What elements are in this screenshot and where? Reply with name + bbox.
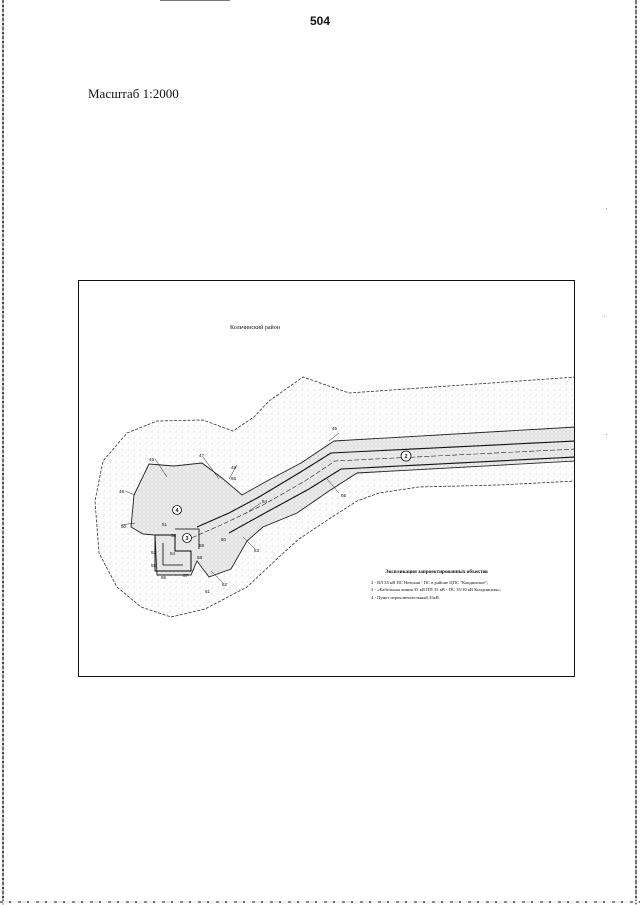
point-label: 52 xyxy=(151,550,157,555)
legend: Экспликация запроектированных объектов 2… xyxy=(371,569,571,601)
scan-speck xyxy=(606,208,607,209)
point-label: 51 xyxy=(162,522,168,527)
point-label: 65 xyxy=(341,493,347,498)
point-label: 47 xyxy=(199,453,205,458)
page-edge-right xyxy=(635,0,637,905)
object-marker-label: 4 xyxy=(175,508,179,514)
district-label: Кольчинский район xyxy=(230,325,280,331)
point-label: 55 xyxy=(151,563,157,568)
point-label: 62 xyxy=(222,582,228,587)
point-label: 48 xyxy=(231,465,237,470)
site-plan-drawing: 2 3 4 45 46 47 48 49 50 51 52 53 54 55 5… xyxy=(94,376,574,618)
top-scan-line xyxy=(160,0,230,1)
map-frame: 2 3 4 45 46 47 48 49 50 51 52 53 54 55 5… xyxy=(78,280,575,677)
point-label: 49 xyxy=(119,489,125,494)
object-marker-label: 2 xyxy=(404,454,407,460)
point-label: 63 xyxy=(254,548,260,553)
point-label: 66 xyxy=(231,476,237,481)
page-edge-left xyxy=(2,0,4,905)
point-label: 57 xyxy=(183,573,189,578)
point-label: 64 xyxy=(262,499,268,504)
legend-item: 4 - Пункт переключательный 35кВ. xyxy=(371,594,440,600)
point-label: 59 xyxy=(199,543,205,548)
point-label: 53 xyxy=(171,533,177,538)
leader-lines xyxy=(120,432,340,584)
lease-corridor-upper xyxy=(196,440,574,528)
power-line-axis xyxy=(188,448,574,540)
point-label: 46 xyxy=(149,457,155,462)
scale-label: Масштаб 1:2000 xyxy=(88,86,179,101)
point-label: 56 xyxy=(161,575,167,580)
point-label: 50 xyxy=(121,524,127,529)
point-label: 45 xyxy=(332,426,338,431)
legend-title: Экспликация запроектированных объектов xyxy=(385,569,488,575)
object-marker-label: 3 xyxy=(185,536,188,542)
scan-speck xyxy=(606,434,607,435)
substation-outline xyxy=(154,534,192,572)
legend-item: 3 - «Кабельная линия 35 кВ ПП 35 кВ - ПС… xyxy=(371,587,502,593)
point-label: 54 xyxy=(170,551,176,556)
point-label: 58 xyxy=(197,555,203,560)
page-edge-bottom xyxy=(0,901,640,903)
object-markers xyxy=(172,450,412,543)
page-number: 504 xyxy=(309,14,331,28)
scan-speck xyxy=(604,316,605,317)
lease-corridor-lower xyxy=(228,456,574,534)
point-label: 61 xyxy=(205,589,211,594)
legend-item: 2 - ВЛ 35 кВ ПС Невская - ПС в районе ЦП… xyxy=(371,580,489,586)
point-label: 60 xyxy=(221,537,227,542)
